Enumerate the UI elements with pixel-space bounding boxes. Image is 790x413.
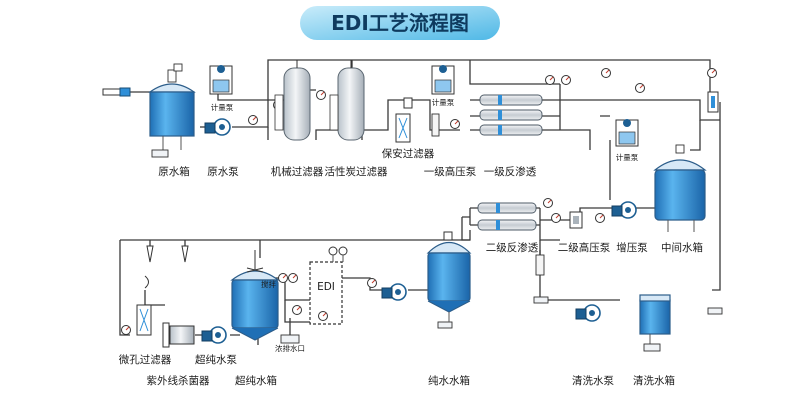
meter-pump-top[interactable]	[431, 65, 455, 95]
title-banner: EDI工艺流程图	[300, 6, 500, 40]
label-booster-pump: 增压泵	[616, 241, 648, 254]
title-background	[300, 6, 500, 40]
label-ultra-pump: 超纯水泵	[195, 353, 237, 366]
raw-water-tank[interactable]	[148, 63, 196, 150]
drain-base-3	[437, 321, 453, 329]
gauge-13	[367, 278, 377, 288]
label-mid-tank: 中间水箱	[661, 241, 703, 254]
gauge-15	[318, 311, 328, 321]
label-security-filter: 保安过滤器	[382, 147, 435, 160]
drop-filter-1	[146, 245, 154, 263]
label-meter-pump-1: 计量泵	[211, 102, 234, 112]
middle-water-tank[interactable]	[653, 144, 707, 232]
gauge-4	[450, 119, 460, 129]
labels: 原水箱 原水泵 计量泵 机械过滤器 活性炭过滤器 保安过滤器 一级高压泵 计量泵…	[119, 97, 703, 387]
gauge-18	[121, 325, 131, 335]
check-valve	[144, 275, 149, 289]
concentrate-drain-box: 浓排水口	[275, 334, 305, 353]
clean-water-tank[interactable]	[639, 294, 671, 344]
hp-pump-2[interactable]	[569, 211, 583, 229]
label-hp-pump-1: 一级高压泵	[424, 165, 477, 178]
gauge-11	[551, 213, 561, 223]
label-mech-filter: 机械过滤器	[271, 165, 324, 178]
ro-2-membranes[interactable]	[477, 202, 537, 231]
label-micro-filter: 微孔过滤器	[119, 353, 172, 366]
label-ro-1: 一级反渗透	[484, 165, 537, 178]
clean-tank-base	[643, 343, 661, 352]
gauge-6	[561, 75, 571, 85]
activated-carbon-filter[interactable]	[329, 60, 365, 141]
gauge-14	[292, 305, 302, 315]
booster-pump[interactable]	[611, 201, 637, 219]
gauge-5	[545, 75, 555, 85]
label-meter-pump-top: 计量泵	[432, 97, 455, 107]
gauge-10	[543, 198, 553, 208]
gauge-12	[595, 213, 605, 223]
label-ultra-tank: 超纯水箱	[235, 374, 277, 387]
label-raw-pump: 原水泵	[207, 166, 239, 178]
meter-pump-2[interactable]	[615, 119, 639, 147]
gauge-8	[707, 68, 717, 78]
flow-meter-1	[431, 113, 440, 137]
page-title: EDI工艺流程图	[331, 11, 469, 35]
mechanical-filter[interactable]	[274, 60, 311, 141]
meter-pump-1[interactable]	[209, 65, 233, 95]
gauge-3	[316, 90, 326, 100]
gauge-17	[288, 273, 298, 283]
label-pure-tank: 纯水水箱	[428, 374, 470, 387]
mixer-label: 搅拌	[261, 279, 276, 289]
ro-1-membranes[interactable]	[479, 94, 543, 136]
label-uv: 紫外线杀菌器	[147, 374, 210, 387]
drain-base-2	[707, 307, 723, 315]
gauge-9	[635, 83, 645, 93]
label-clean-pump: 清洗水泵	[572, 374, 614, 387]
uv-sterilizer[interactable]	[162, 322, 195, 348]
valve-right[interactable]	[707, 91, 719, 113]
drop-filter-2	[181, 245, 189, 263]
label-raw-tank: 原水箱	[158, 165, 190, 178]
label-hp-pump-2: 二级高压泵	[558, 241, 611, 254]
ultrapure-water-tank[interactable]: 搅拌	[230, 250, 280, 341]
microporous-filter[interactable]	[136, 304, 152, 336]
label-ro-2: 二级反渗透	[486, 241, 539, 254]
ultrapure-pump[interactable]	[201, 326, 227, 344]
raw-tank-base	[151, 149, 169, 158]
gauge-16	[278, 273, 288, 283]
label-clean-tank: 清洗水箱	[633, 374, 675, 387]
raw-water-pump[interactable]	[204, 118, 231, 136]
pure-water-tank[interactable]	[426, 231, 472, 322]
gauge-1	[248, 115, 258, 125]
flow-meter-2	[535, 254, 545, 276]
drain-base-1	[533, 296, 549, 304]
label-carbon-filter: 活性炭过滤器	[325, 165, 388, 178]
security-filter[interactable]	[395, 97, 413, 143]
drain-label: 浓排水口	[275, 343, 305, 353]
clean-water-pump[interactable]	[575, 304, 601, 322]
gauge-7	[601, 68, 611, 78]
label-meter-pump-2: 计量泵	[616, 152, 639, 162]
edi-module[interactable]: EDI	[309, 246, 348, 325]
inlet-valve[interactable]	[102, 87, 131, 97]
edi-label: EDI	[317, 281, 335, 293]
pure-water-pump[interactable]	[381, 283, 407, 301]
